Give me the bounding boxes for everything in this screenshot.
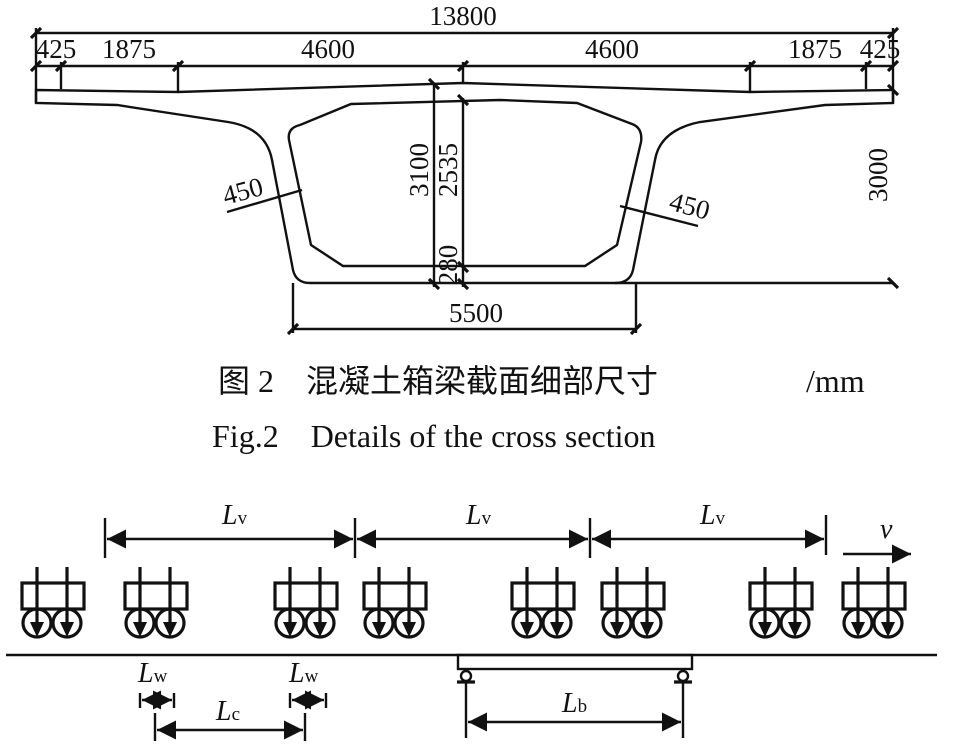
bogie-frame: [748, 581, 814, 611]
vehicle-bogie: [362, 567, 428, 639]
vehicle-bogie: [600, 567, 666, 639]
dim-seg-4: 4600: [585, 34, 639, 64]
load-arrow-icon: [550, 622, 564, 637]
box-girder-cross-section: 13800 425 1875 4600 4600 1875 425 450 45…: [29, 1, 901, 336]
load-arrow-icon: [758, 622, 772, 637]
dim-height-3100: 3100: [404, 143, 434, 197]
lv-label-3: Lv: [699, 500, 726, 531]
load-arrow-icon: [520, 622, 534, 637]
web-dim-right: [619, 204, 699, 228]
vehicle-bogie: [510, 567, 576, 639]
vehicle-bogie: [841, 567, 907, 639]
bogie-frame: [510, 581, 576, 611]
web-dim-left: [226, 188, 303, 214]
bogie-frame: [273, 581, 339, 611]
load-arrow-icon: [402, 622, 416, 637]
dim-seg-5: 1875: [788, 34, 842, 64]
load-arrow-icon: [851, 622, 865, 637]
lb-label: Lb: [561, 688, 587, 719]
dim-bottom-width: 5500: [449, 298, 503, 328]
dim-seg-2: 1875: [102, 34, 156, 64]
dim-ticks: [29, 26, 900, 103]
bridge-beam: [456, 653, 694, 671]
load-arrow-icon: [283, 622, 297, 637]
load-arrow-icon: [640, 622, 654, 637]
dim-bottom-slab-280: 280: [433, 245, 463, 286]
lv-label-2: Lv: [465, 500, 492, 531]
dim-side-height-3000: 3000: [863, 148, 893, 202]
dim-seg-1: 425: [36, 34, 77, 64]
vehicle-bogie: [273, 567, 339, 639]
vehicles: [20, 567, 907, 639]
load-arrow-icon: [881, 622, 895, 637]
bogie-frame: [841, 581, 907, 611]
lc-label: Lc: [215, 696, 240, 727]
support-left: [457, 669, 475, 684]
dim-overall-width: 13800: [429, 1, 497, 31]
support-right: [674, 669, 692, 684]
load-arrow-icon: [788, 622, 802, 637]
vehicle-bogie: [20, 567, 86, 639]
lv-label-1: Lv: [221, 500, 248, 531]
dim-seg-6: 425: [860, 34, 901, 64]
vehicle-bogie: [748, 567, 814, 639]
velocity-label: v: [880, 514, 893, 545]
bogie-frame: [600, 581, 666, 611]
lw-label-2: Lw: [288, 658, 319, 689]
girder-inner-cell: [287, 98, 643, 268]
load-arrow-icon: [133, 622, 147, 637]
load-arrow-icon: [30, 622, 44, 637]
lw-label-1: Lw: [137, 658, 168, 689]
vehicle-bogie: [123, 567, 189, 639]
bogie-frame: [362, 581, 428, 611]
load-arrow-icon: [60, 622, 74, 637]
load-arrow-icon: [372, 622, 386, 637]
load-arrow-icon: [163, 622, 177, 637]
dim-height-2535: 2535: [433, 143, 463, 197]
dim-seg-3: 4600: [301, 34, 355, 64]
bogie-frame: [20, 581, 86, 611]
load-arrow-icon: [610, 622, 624, 637]
load-arrow-icon: [313, 622, 327, 637]
bogie-frame: [123, 581, 189, 611]
